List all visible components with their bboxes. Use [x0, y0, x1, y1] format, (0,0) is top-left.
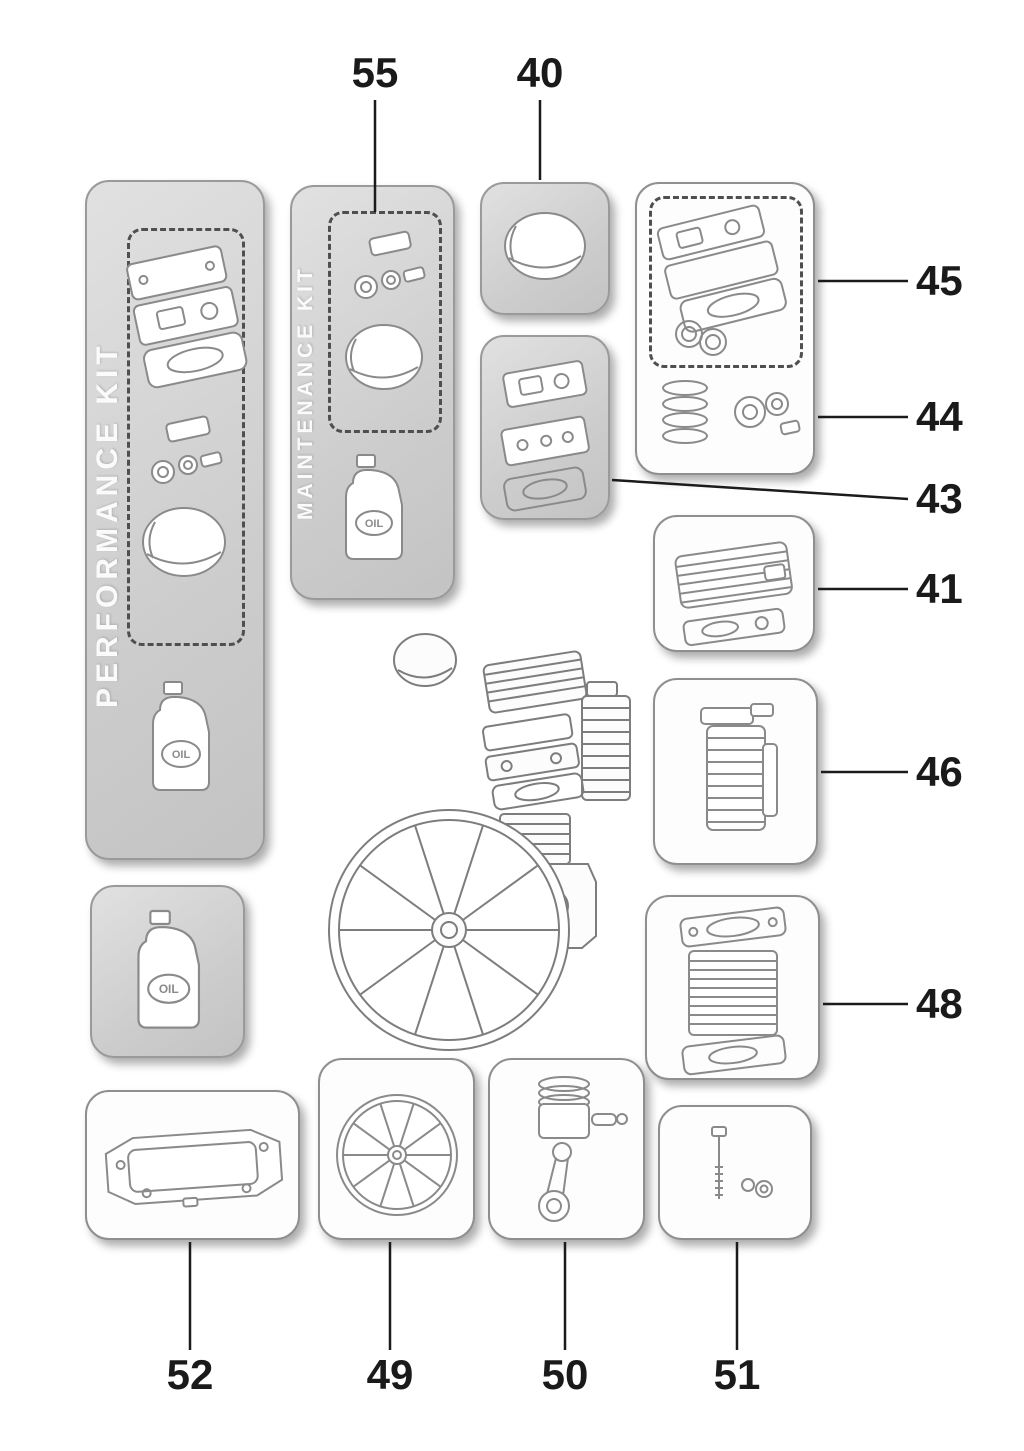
maintenance-kit-label: MAINTENANCE KIT: [294, 265, 317, 520]
leader-line-43: [611, 478, 909, 501]
maintenance-kit-illustration: OIL: [345, 230, 426, 560]
fasteners-illustration: [711, 1126, 773, 1199]
callout-40: 40: [516, 49, 564, 96]
callout-46: 46: [916, 748, 963, 795]
part-box-49: [318, 1058, 475, 1240]
oil-text: OIL: [365, 518, 384, 530]
piston-rod-illustration: [538, 1076, 628, 1222]
rings-bearings-sketch: [662, 380, 801, 444]
performance-kit-illustration: OIL: [126, 245, 248, 791]
callout-43: 43: [916, 475, 963, 522]
part-box-51: [658, 1105, 812, 1240]
callout-49: 49: [366, 1351, 414, 1398]
performance-kit-dashed-outline: [127, 228, 245, 646]
callout-41: 41: [916, 565, 963, 612]
gasket-set-dashed-outline: [649, 196, 803, 368]
part-box-46: [653, 678, 818, 865]
performance-kit-label: PERFORMANCE KIT: [91, 341, 124, 709]
callout-52: 52: [166, 1351, 214, 1398]
maintenance-kit-dashed-outline: [328, 211, 442, 433]
part-box-43: [480, 335, 610, 520]
part-box-52: [85, 1090, 300, 1240]
part-box-45-44: [635, 182, 815, 475]
valve-plate-illustration: [500, 360, 590, 512]
cylinder-head-illustration: [674, 541, 793, 647]
callout-45: 45: [916, 257, 963, 304]
oil-text: OIL: [159, 982, 179, 996]
oil-bottle-icon: OIL: [152, 681, 210, 791]
gasket-set-sketch: [656, 204, 787, 356]
part-box-48: [645, 895, 820, 1080]
exploded-pump-assembly-illustration: [328, 633, 631, 1051]
oil-bottle-icon: OIL: [137, 909, 201, 1029]
flywheel-illustration: [336, 1094, 458, 1216]
performance-kit-box: OIL PERFORMANCE KIT: [85, 180, 265, 860]
cylinder-kit-illustration: [679, 906, 787, 1076]
oil-bottle-icon: OIL: [345, 454, 403, 560]
air-filter-illustration: [504, 212, 586, 280]
part-box-50: [488, 1058, 645, 1240]
oil-bottle-box: OIL: [90, 885, 245, 1058]
oil-text: OIL: [172, 749, 191, 761]
part-box-40: [480, 182, 610, 315]
callout-44: 44: [916, 393, 963, 440]
maintenance-parts-sketch: OIL: [345, 230, 426, 560]
callout-48: 48: [916, 980, 963, 1027]
oil-bottle-illustration: OIL: [137, 909, 201, 1029]
base-gasket-illustration: [104, 1128, 284, 1208]
callout-51: 51: [713, 1351, 761, 1398]
gasket-stack-sketch: OIL: [126, 245, 248, 791]
callout-50: 50: [541, 1351, 589, 1398]
head-assembly-illustration: [700, 703, 778, 831]
callout-55: 55: [351, 49, 399, 96]
gaskets-rings-bearings-illustration: [656, 204, 801, 444]
part-box-41: [653, 515, 815, 652]
maintenance-kit-box: OIL MAINTENANCE KIT: [290, 185, 455, 600]
